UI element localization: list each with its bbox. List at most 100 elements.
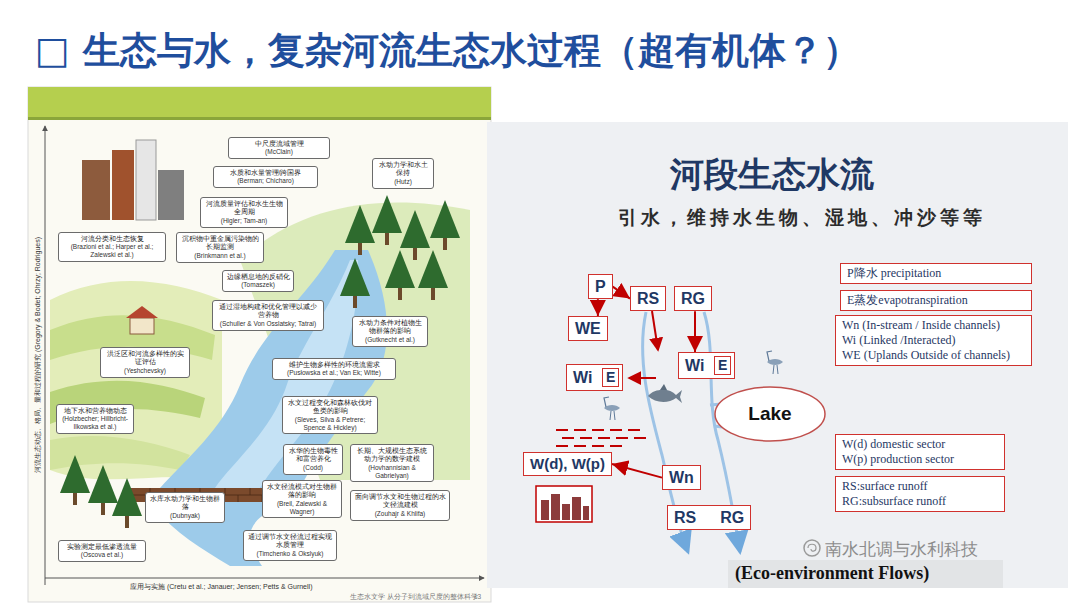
node-text: (Pusłowska et al.; Van Ek; Witte) [276, 369, 392, 377]
tree [112, 478, 142, 528]
flow-box: WE [568, 316, 608, 341]
node-text: P降水 precipitation [847, 266, 1025, 281]
node-text: E蒸发evapotranspiration [847, 293, 1025, 308]
definition-box: RS:surface runoffRG:subsurface runoff [835, 476, 1005, 512]
node-text: (Sleves, Silva & Petrere; Spence & Hickl… [286, 416, 374, 432]
flow-connector [613, 287, 630, 299]
heron-legs [610, 411, 615, 420]
node-text: W(d), W(p) [530, 455, 605, 473]
flow-box: Wn [662, 465, 701, 490]
node-text: P [595, 277, 606, 296]
node-text: E [718, 357, 727, 374]
flow-connector [597, 299, 599, 316]
right-panel [487, 122, 1068, 588]
node-text: (McClain) [232, 148, 326, 156]
flow-box: RSRG [667, 505, 751, 530]
building [112, 150, 134, 220]
callout-box: 水库水动力学和生物群落(Dubnyak) [145, 492, 225, 523]
building [82, 160, 110, 220]
node-text: WE [575, 319, 601, 338]
city-icon [536, 486, 592, 522]
node-text: (Oscova et al.) [62, 551, 142, 559]
heron-neck [767, 351, 772, 361]
node-text: 通过湿地构建和优化管理以减少营养物 [216, 303, 320, 320]
flow-connector [694, 311, 696, 352]
definition-box: W(d) domestic sectorW(p) production sect… [835, 434, 1005, 470]
callout-box: 面向调节水文和生物过程的水文径流建模(Zouhajr & Khlifa) [350, 490, 450, 521]
node-text: W(p) production sector [842, 452, 998, 467]
book-page [28, 87, 491, 602]
callout-box: 实验测定最低渗透流量(Oscova et al.) [58, 540, 146, 562]
fish-icon [648, 390, 682, 403]
house [130, 318, 154, 334]
node-text: (Codd) [287, 464, 339, 472]
evaporation-box: E [714, 356, 731, 375]
node-text: W(d) domestic sector [842, 437, 998, 452]
city-building [541, 500, 549, 520]
node-text: (Berman; Chicharo) [217, 177, 314, 185]
flow-box: RG [674, 286, 712, 311]
callout-box: 通过调节水文径流过程实现水质管理(Timchenko & Okslyuk) [243, 530, 337, 561]
axis-line [45, 126, 46, 585]
node-text: (Timchenko & Okslyuk) [247, 550, 333, 558]
node-text: RS:surface runoff [842, 479, 998, 494]
node-text: Wn [669, 468, 694, 487]
node-text: Lake [748, 403, 791, 425]
node-text: 水华的生物毒性和富营养化 [287, 447, 339, 464]
node-text: (Gutknecht et al.) [356, 336, 424, 344]
node-text: 水动力学和水土保持 [376, 161, 430, 178]
node-text: Wn (In-stream / Inside channels) [842, 318, 1025, 333]
node-text: (Hovhannisian & Gabrielyan) [354, 464, 430, 480]
city-building [551, 494, 560, 520]
watermark-icon [808, 544, 816, 551]
heron-icon [604, 405, 620, 411]
flow-box: WiE [678, 352, 735, 379]
tree [60, 455, 90, 505]
node-text: 洪泛区和河流多样性的实证评估 [104, 350, 186, 367]
node-text: 水文径流模式对生物群落的影响 [266, 483, 338, 500]
panel-title: 河段生态水流 [670, 152, 874, 198]
node-text: (Brazioni et al.; Harper et al.; Zalewsk… [62, 243, 162, 259]
flow-box: P [588, 274, 613, 299]
evaporation-box: E [602, 368, 619, 387]
page-footer: 生态水文学 从分子到流域尺度的整体科学 [350, 593, 478, 602]
node-text: E [606, 369, 615, 386]
node-text: 通过调节水文径流过程实现水质管理 [247, 533, 333, 550]
tree [400, 210, 430, 260]
banner-rule [28, 117, 491, 120]
node-text: 河流质量评估和水生生物全周期 [204, 200, 284, 217]
flow-box: WiE [566, 364, 623, 391]
node-text: 水动力条件对植物生物群落的影响 [356, 319, 424, 336]
node-text: 河流分类和生态恢复 [62, 235, 162, 243]
node-text: RG:subsurface runoff [842, 494, 998, 509]
callout-box: 通过湿地构建和优化管理以减少营养物(Schuller & Von Osslats… [212, 300, 324, 331]
node-text: (Breil, Zalewski & Wagner) [266, 500, 338, 516]
tree [88, 465, 118, 515]
node-text: RG [720, 508, 744, 527]
callout-box: 水文过程变化和森林砍伐对鱼类的影响(Sleves, Silva & Petrer… [282, 396, 378, 434]
watermark-icon [804, 540, 820, 556]
callout-box: 河流质量评估和水生生物全周期(Higler; Tam-an) [200, 197, 288, 228]
node-text: (Yeshchevsky) [104, 367, 186, 375]
node-text: WE (Uplands Outside of channels) [842, 348, 1025, 363]
city-building [562, 504, 570, 520]
field-stripe [50, 436, 190, 470]
node-text: RS [637, 289, 659, 308]
city-building [583, 506, 589, 520]
definition-box: Wn (In-stream / Inside channels)Wi (Link… [835, 315, 1032, 366]
building [158, 170, 184, 220]
node-text: 实验测定最低渗透流量 [62, 543, 142, 551]
flow-connector [612, 464, 662, 478]
axis-label: 河流生态动态、格局、量和过程的研究 (Gregory & Bodet; Ohrz… [33, 237, 43, 473]
node-text: 长期、大规模生态系统动力学的数学建模 [354, 447, 430, 464]
page-banner [28, 87, 491, 117]
node-text: (Zouhajr & Khlifa) [354, 510, 446, 518]
callout-box: 沉积物中重金属污染物的长期监测(Brinkmann et al.) [176, 232, 264, 263]
axis-label: 应用与实施 (Cretu et al.; Janauer; Jensen; Pe… [130, 582, 312, 592]
callout-box: 水动力条件对植物生物群落的影响(Gutknecht et al.) [352, 316, 428, 347]
node-text: 水库水动力学和生物群落 [149, 495, 221, 512]
tree [340, 258, 370, 308]
callout-box: 洪泛区和河流多样性的实证评估(Yeshchevsky) [100, 347, 190, 378]
heron-icon [767, 359, 783, 365]
node-text: (Dubnyak) [149, 512, 221, 520]
